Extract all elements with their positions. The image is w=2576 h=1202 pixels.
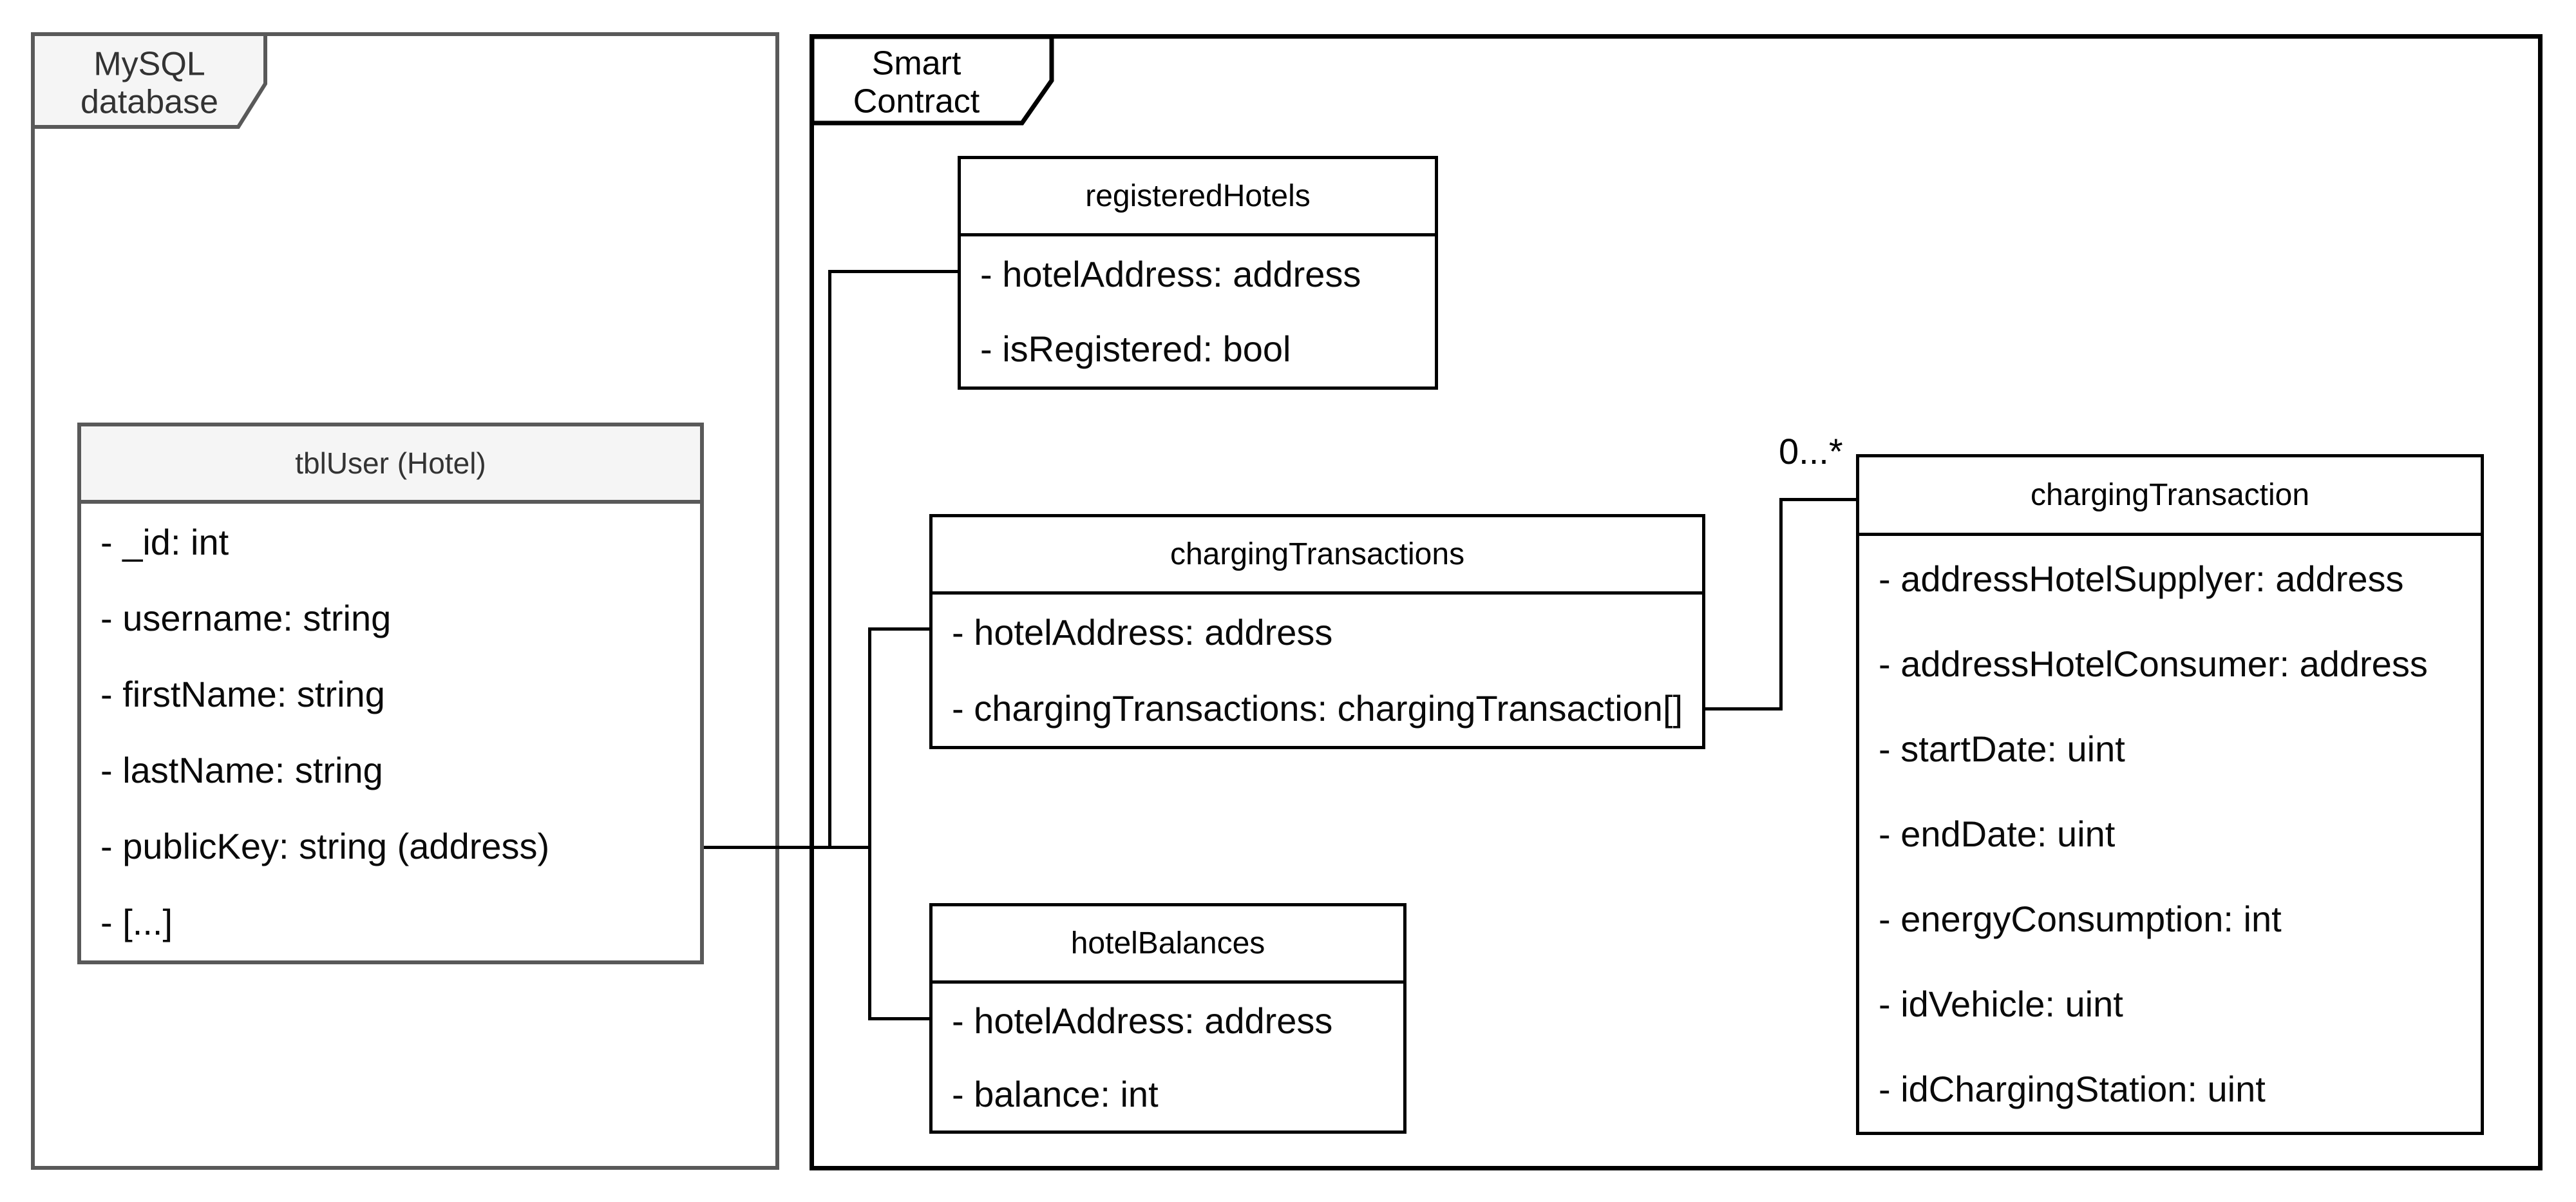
attribute-publickey: - publicKey: string (address) bbox=[100, 826, 550, 867]
connector-to-registeredhotels bbox=[828, 270, 959, 273]
attribute-lastname: - lastName: string bbox=[100, 750, 383, 791]
connector-mid-vertical bbox=[868, 629, 871, 1020]
package-label-smart-line1: Smart bbox=[872, 45, 961, 82]
connector-left-vertical bbox=[828, 271, 831, 849]
class-chargingtransaction-title: chargingTransaction bbox=[1859, 457, 2481, 536]
package-tab-mysql-shape bbox=[31, 32, 267, 129]
class-tbluser: tblUser (Hotel) - _id: int - username: s… bbox=[77, 423, 704, 964]
class-registeredhotels-title: registeredHotels bbox=[961, 159, 1435, 236]
attribute-hoteladdress: - hotelAddress: address bbox=[952, 612, 1333, 653]
class-chargingtransactions-attributes: - hotelAddress: address - chargingTransa… bbox=[933, 595, 1702, 746]
attribute-idvehicle: - idVehicle: uint bbox=[1879, 984, 2123, 1025]
class-hotelbalances-attributes: - hotelAddress: address - balance: int bbox=[933, 984, 1403, 1130]
class-hotelbalances-title: hotelBalances bbox=[933, 906, 1403, 984]
attribute-energyconsumption: - energyConsumption: int bbox=[1879, 899, 2282, 940]
attribute-enddate: - endDate: uint bbox=[1879, 813, 2116, 854]
connector-from-chargingtransactions bbox=[1705, 707, 1783, 711]
attribute-chargingtransactions-array: - chargingTransactions: chargingTransact… bbox=[952, 687, 1683, 729]
attribute-balance: - balance: int bbox=[952, 1073, 1159, 1114]
attribute-addresshotelconsumer: - addressHotelConsumer: address bbox=[1879, 643, 2428, 684]
attribute-firstname: - firstName: string bbox=[100, 673, 385, 714]
attribute-startdate: - startDate: uint bbox=[1879, 728, 2125, 769]
class-chargingtransactions-title: chargingTransactions bbox=[933, 517, 1702, 595]
connector-to-hotelbalances bbox=[868, 1017, 931, 1020]
package-tab-smart-contract-shape bbox=[810, 34, 1054, 126]
attribute-isregistered: - isRegistered: bool bbox=[980, 329, 1291, 370]
class-hotelbalances: hotelBalances - hotelAddress: address - … bbox=[929, 903, 1406, 1134]
package-tab-smart-contract: Smart Contract bbox=[810, 34, 1054, 126]
package-label-mysql-line1: MySQL bbox=[93, 46, 205, 83]
connector-to-chargingtransactions bbox=[868, 627, 931, 631]
class-tbluser-attributes: - _id: int - username: string - firstNam… bbox=[81, 504, 700, 960]
connector-right-vertical bbox=[1779, 498, 1783, 711]
attribute-username: - username: string bbox=[100, 597, 392, 638]
class-chargingtransaction: chargingTransaction - addressHotelSupply… bbox=[1856, 454, 2484, 1135]
package-label-mysql-line2: database bbox=[80, 84, 218, 121]
attribute-hoteladdress: - hotelAddress: address bbox=[952, 1000, 1333, 1041]
attribute-idchargingstation: - idChargingStation: uint bbox=[1879, 1069, 2266, 1110]
class-registeredhotels-attributes: - hotelAddress: address - isRegistered: … bbox=[961, 236, 1435, 386]
class-tbluser-title: tblUser (Hotel) bbox=[81, 426, 700, 504]
attribute-id: - _id: int bbox=[100, 521, 229, 562]
class-registeredhotels: registeredHotels - hotelAddress: address… bbox=[958, 156, 1438, 390]
multiplicity-label: 0...* bbox=[1779, 431, 1843, 472]
connector-to-chargingtransaction bbox=[1779, 498, 1857, 501]
connector-tbluser-horizontal bbox=[704, 846, 871, 849]
class-chargingtransactions: chargingTransactions - hotelAddress: add… bbox=[929, 514, 1705, 749]
class-chargingtransaction-attributes: - addressHotelSupplyer: address - addres… bbox=[1859, 536, 2481, 1132]
attribute-hoteladdress: - hotelAddress: address bbox=[980, 253, 1361, 294]
package-label-smart-line2: Contract bbox=[853, 83, 980, 120]
package-tab-mysql: MySQL database bbox=[31, 32, 267, 129]
attribute-addresshotelsupplyer: - addressHotelSupplyer: address bbox=[1879, 558, 2404, 599]
attribute-ellipsis: - [...] bbox=[100, 902, 173, 943]
